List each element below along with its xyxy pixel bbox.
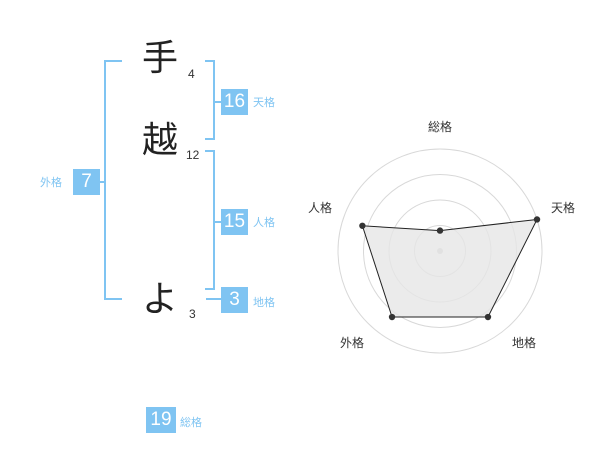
radar-polygon [361,218,538,318]
chikaku-label: 地格 [253,296,275,309]
character-3-strokes: 3 [189,307,196,321]
radar-axis-label: 外格 [340,335,364,350]
character-2-strokes: 12 [186,148,200,162]
tenkaku-value: 16 [221,89,248,115]
character-1: 手 [141,38,178,79]
radar-ring [337,148,543,354]
gaikaku-value: 7 [73,169,100,195]
tenkaku-connector [213,101,221,103]
gaikaku-bracket-bottom [104,298,122,300]
jinkaku-connector [213,221,221,223]
character-2: 越 [141,120,178,161]
character-1-strokes: 4 [188,67,195,81]
radar-axis-label: 人格 [308,200,332,215]
radar-point-4 [359,222,366,229]
radar-axis-label: 天格 [551,200,575,215]
jinkaku-bracket-bottom [205,288,215,290]
radar-point-2 [484,313,492,321]
jinkaku-bracket-vertical [213,150,215,290]
tenkaku-bracket-top [205,60,215,62]
character-3: よ [141,279,178,320]
radar-point-3 [388,313,396,321]
tenkaku-label: 天格 [253,96,275,109]
gaikaku-label: 外格 [40,176,62,189]
radar-point-0 [436,227,444,234]
tenkaku-bracket-vertical [213,60,215,140]
jinkaku-label: 人格 [253,216,275,229]
gaikaku-bracket-vertical [104,60,106,300]
soukaku-value: 19 [146,407,176,433]
radar-axis-label: 総格 [428,119,452,134]
gaikaku-connector [98,181,106,183]
chikaku-connector [206,298,221,300]
chikaku-value: 3 [221,287,248,313]
jinkaku-value: 15 [221,209,248,235]
radar-axis-label: 地格 [512,335,536,350]
jinkaku-bracket-top [205,150,215,152]
gaikaku-bracket-top [104,60,122,62]
soukaku-label: 総格 [180,416,202,429]
radar-point-1 [533,216,541,223]
tenkaku-bracket-bottom [205,138,215,140]
